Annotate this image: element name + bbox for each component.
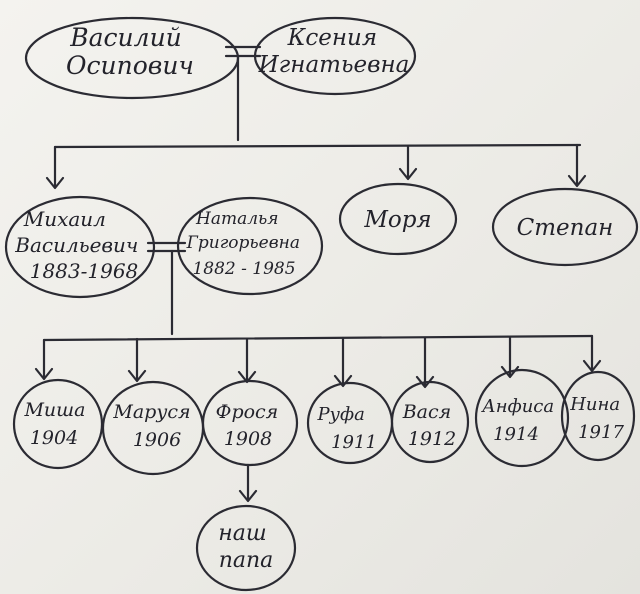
person-node-misha: Миша 1904 — [12, 378, 104, 470]
person-node-marusya: Маруся 1906 — [101, 380, 205, 476]
arrow — [238, 463, 258, 503]
person-node-frosya: Фрося 1908 — [201, 379, 299, 467]
person-node-morya: Моря — [338, 182, 458, 256]
arrow — [415, 336, 435, 389]
person-name: Анфиса 1914 — [480, 396, 560, 445]
arrow — [582, 334, 602, 373]
person-name: Руфа 1911 — [316, 404, 376, 453]
arrow — [237, 337, 257, 384]
person-node-anfisa: Анфиса 1914 — [474, 368, 570, 468]
person-node-natalya: Наталья Григорьевна 1882 - 1985 — [176, 196, 324, 296]
person-name: Фрося 1908 — [216, 401, 285, 450]
person-node-grandfather: Василий Осипович — [24, 16, 240, 100]
person-name: Михаил Васильевич 1883-1968 — [14, 207, 144, 283]
person-name: Наталья Григорьевна 1882 - 1985 — [186, 209, 306, 279]
person-name: Нина 1917 — [569, 394, 626, 443]
person-node-nina: Нина 1917 — [560, 370, 636, 462]
person-node-vasya: Вася 1912 — [390, 380, 470, 464]
person-name: наш папа — [218, 521, 273, 573]
arrow — [567, 143, 587, 188]
person-node-mikhail: Михаил Васильевич 1883-1968 — [4, 195, 156, 299]
arrow — [398, 144, 418, 181]
person-node-grandmother: Ксения Игнатьевна — [253, 16, 417, 96]
person-name: Миша 1904 — [23, 399, 91, 449]
arrow — [45, 145, 65, 190]
arrow — [34, 338, 54, 381]
grandchildren-bar — [42, 334, 594, 342]
person-nodes: Василий Осипович Ксения Игнатьевна Михаи… — [4, 16, 639, 592]
person-name: Вася 1912 — [402, 401, 458, 450]
children-bar — [53, 143, 582, 149]
person-node-stepan: Степан — [491, 187, 639, 267]
arrow — [127, 337, 147, 383]
person-node-our-dad: наш папа — [195, 504, 297, 592]
person-name: Моря — [363, 207, 431, 233]
person-name: Степан — [517, 215, 614, 241]
person-name: Ксения Игнатьевна — [258, 25, 410, 78]
arrow — [333, 336, 353, 388]
person-name: Василий Осипович — [66, 23, 194, 80]
person-node-rufa: Руфа 1911 — [306, 381, 394, 465]
person-name: Маруся 1906 — [112, 401, 196, 451]
